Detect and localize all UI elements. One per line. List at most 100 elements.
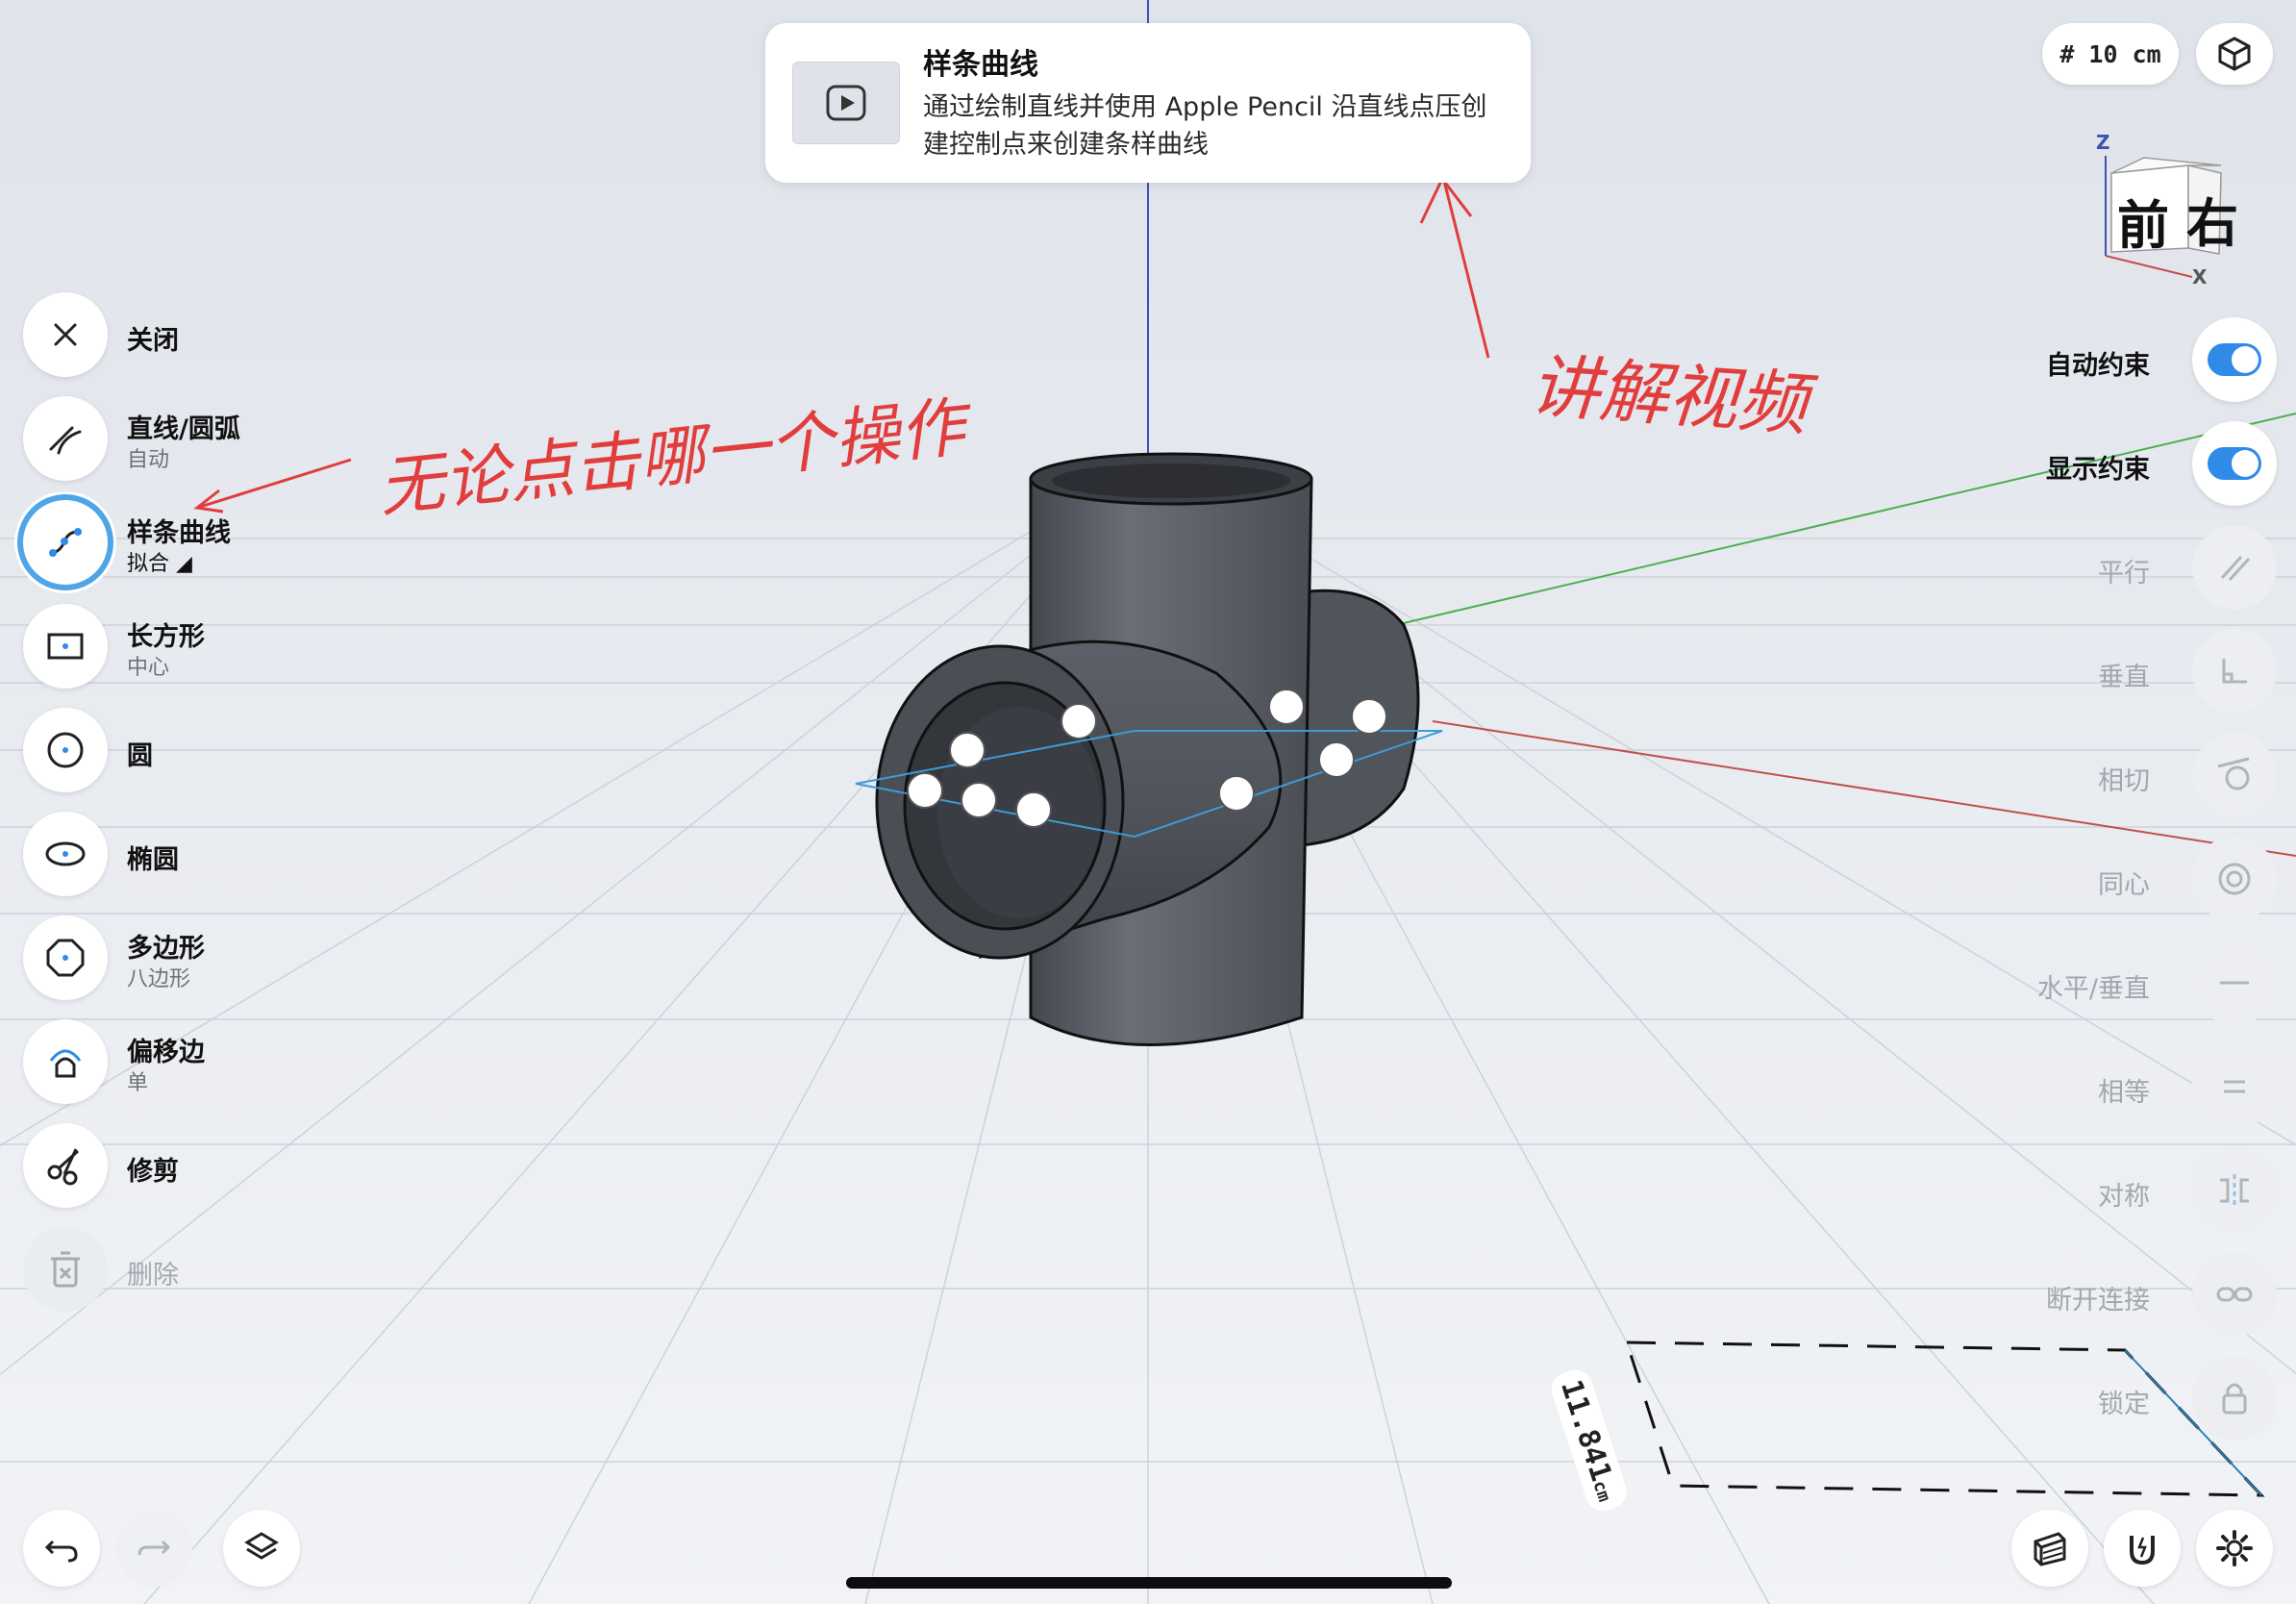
settings-button[interactable] xyxy=(2196,1510,2273,1587)
tool-spline[interactable]: 样条曲线 拟合 ◢ xyxy=(23,500,427,589)
line-arc-button[interactable] xyxy=(23,396,108,481)
parallel-label: 平行 xyxy=(2098,559,2150,589)
play-icon xyxy=(826,85,866,121)
constraint-symmetric[interactable]: 对称 xyxy=(1892,1148,2277,1237)
equal-icon xyxy=(2224,1080,2245,1093)
horizontal-vertical-icon xyxy=(2220,981,2249,985)
annotation-note-right: 讲解视频 xyxy=(1527,345,1810,445)
constraint-show[interactable]: 显示约束 xyxy=(1892,421,2277,510)
tool-rectangle-label: 长方形 xyxy=(127,622,205,652)
tangent-button[interactable] xyxy=(2192,733,2277,817)
view-cube-front[interactable]: 前 xyxy=(2117,195,2169,256)
tool-line-arc[interactable]: 直线/圆弧 自动 xyxy=(23,396,427,485)
symmetric-icon xyxy=(2220,1174,2249,1207)
constraint-tangent[interactable]: 相切 xyxy=(1892,733,2277,821)
snap-button[interactable] xyxy=(2104,1510,2181,1587)
tool-trim[interactable]: 修剪 xyxy=(23,1123,427,1212)
disconnect-button[interactable] xyxy=(2192,1252,2277,1337)
perpendicular-icon xyxy=(2222,659,2247,684)
constraint-auto[interactable]: 自动约束 xyxy=(1892,317,2277,406)
tool-offset-edge[interactable]: 偏移边 单 xyxy=(23,1019,427,1108)
dimension-line[interactable] xyxy=(1624,1341,2265,1497)
gear-icon xyxy=(2216,1530,2253,1566)
banner-description: 通过绘制直线并使用 Apple Pencil 沿直线点压创建控制点来创建条样曲线 xyxy=(923,92,1487,160)
undo-icon xyxy=(44,1540,78,1563)
polygon-icon xyxy=(46,939,85,977)
tool-rectangle-mode: 中心 xyxy=(127,656,170,680)
trim-icon xyxy=(47,1148,80,1186)
undo-button[interactable] xyxy=(23,1510,100,1587)
tool-circle[interactable]: 圆 xyxy=(23,708,427,796)
lock-button[interactable] xyxy=(2192,1356,2277,1441)
auto-constraint-toggle[interactable] xyxy=(2192,317,2277,402)
tool-circle-label: 圆 xyxy=(127,741,153,771)
rectangle-button[interactable] xyxy=(23,604,108,689)
tool-close-label: 关闭 xyxy=(127,326,179,356)
ellipse-icon xyxy=(45,841,86,866)
layers-button[interactable] xyxy=(223,1510,300,1587)
show-constraint-label: 显示约束 xyxy=(2046,455,2150,485)
home-indicator[interactable] xyxy=(846,1577,1452,1589)
tool-offset-edge-mode: 单 xyxy=(127,1071,149,1095)
auto-constraint-label: 自动约束 xyxy=(2046,351,2150,381)
axis-z-label: Z xyxy=(2096,131,2110,154)
concentric-button[interactable] xyxy=(2192,837,2277,921)
delete-icon xyxy=(51,1251,80,1288)
redo-button[interactable] xyxy=(115,1510,192,1587)
redo-icon xyxy=(137,1540,171,1556)
constraint-concentric[interactable]: 同心 xyxy=(1892,837,2277,925)
delete-button[interactable] xyxy=(23,1227,108,1312)
tool-rectangle[interactable]: 长方形 中心 xyxy=(23,604,427,692)
constraint-markers[interactable] xyxy=(907,689,1387,828)
symmetric-button[interactable] xyxy=(2192,1148,2277,1233)
pipe-model[interactable] xyxy=(855,452,1443,1046)
tool-delete[interactable]: 删除 xyxy=(23,1227,427,1316)
tutorial-banner[interactable]: 样条曲线 通过绘制直线并使用 Apple Pencil 沿直线点压创建控制点来创… xyxy=(765,23,1531,183)
perpendicular-button[interactable] xyxy=(2192,629,2277,714)
rectangle-icon xyxy=(47,633,84,660)
tool-ellipse-label: 椭圆 xyxy=(127,845,179,875)
layers-icon xyxy=(244,1532,279,1560)
ellipse-button[interactable] xyxy=(23,812,108,896)
tool-line-arc-mode: 自动 xyxy=(127,448,170,472)
video-thumbnail[interactable] xyxy=(792,62,900,144)
tool-line-arc-label: 直线/圆弧 xyxy=(127,414,240,444)
spline-button[interactable] xyxy=(23,500,108,585)
tool-spline-label: 样条曲线 xyxy=(127,518,231,548)
parallel-button[interactable] xyxy=(2192,525,2277,610)
section-view-button[interactable] xyxy=(2011,1510,2088,1587)
circle-icon xyxy=(47,732,84,768)
circle-button[interactable] xyxy=(23,708,108,792)
view-cube-right[interactable]: 右 xyxy=(2186,193,2238,254)
tool-trim-label: 修剪 xyxy=(127,1157,179,1187)
constraint-disconnect[interactable]: 断开连接 xyxy=(1892,1252,2277,1341)
perpendicular-label: 垂直 xyxy=(2098,663,2150,692)
constraint-perpendicular[interactable]: 垂直 xyxy=(1892,629,2277,717)
parallel-icon xyxy=(2220,555,2251,582)
horizontal-vertical-button[interactable] xyxy=(2192,940,2277,1025)
constraint-lock[interactable]: 锁定 xyxy=(1892,1356,2277,1444)
offset-edge-button[interactable] xyxy=(23,1019,108,1104)
section-view-icon xyxy=(2034,1532,2066,1566)
constraint-equal[interactable]: 相等 xyxy=(1892,1044,2277,1133)
polygon-button[interactable] xyxy=(23,915,108,1000)
close-button[interactable] xyxy=(23,292,108,377)
equal-button[interactable] xyxy=(2192,1044,2277,1129)
view-cube[interactable]: 前 右 Z X xyxy=(2096,131,2238,288)
close-icon xyxy=(54,323,77,346)
show-constraint-toggle[interactable] xyxy=(2192,421,2277,506)
tool-polygon-label: 多边形 xyxy=(127,934,205,964)
grid-size-button[interactable]: # 10 cm xyxy=(2042,23,2179,85)
equal-label: 相等 xyxy=(2098,1078,2150,1108)
trim-button[interactable] xyxy=(23,1123,108,1208)
constraint-parallel[interactable]: 平行 xyxy=(1892,525,2277,614)
tool-spline-mode[interactable]: 拟合 ◢ xyxy=(127,552,192,576)
concentric-icon xyxy=(2218,863,2251,895)
constraint-horizontal-vertical[interactable]: 水平/垂直 xyxy=(1892,940,2277,1029)
view-mode-button[interactable] xyxy=(2196,23,2273,85)
tool-ellipse[interactable]: 椭圆 xyxy=(23,812,427,900)
lock-icon xyxy=(2222,1383,2247,1415)
tool-polygon[interactable]: 多边形 八边形 xyxy=(23,915,427,1004)
tool-close[interactable]: 关闭 xyxy=(23,292,427,381)
